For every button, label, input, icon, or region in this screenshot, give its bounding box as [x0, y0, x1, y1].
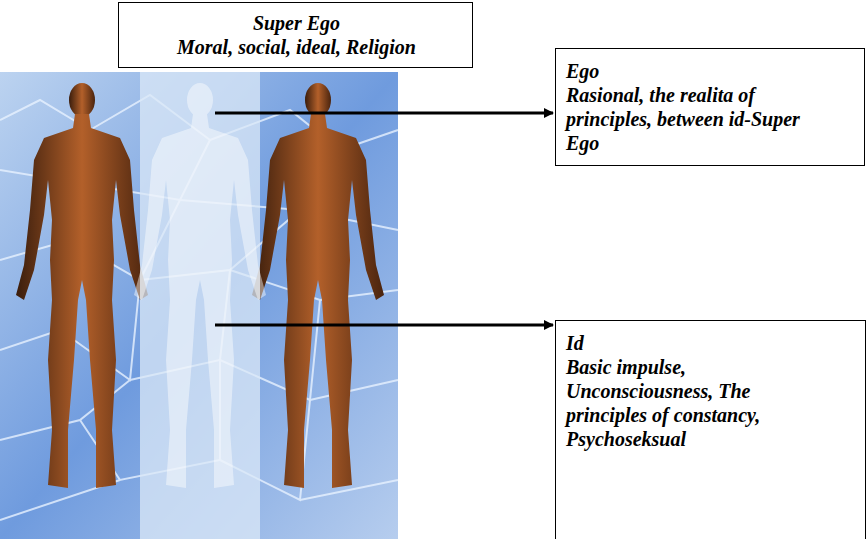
- super-ego-box: Super EgoMoral, social, ideal, Religion: [118, 2, 473, 68]
- node-heading: Ego: [566, 59, 806, 83]
- ego-box: EgoRasional, the realita of principles, …: [555, 48, 865, 166]
- id-box: IdBasic impulse, Unconsciousness, The pr…: [555, 320, 866, 539]
- leader-arrow: [215, 112, 553, 115]
- node-heading: Super Ego: [127, 11, 466, 35]
- node-heading: Id: [566, 331, 806, 355]
- node-body: Rasional, the realita of principles, bet…: [566, 83, 806, 155]
- node-body: Basic impulse, Unconsciousness, The prin…: [566, 355, 806, 451]
- node-body: Moral, social, ideal, Religion: [127, 35, 466, 59]
- leader-arrow: [215, 324, 553, 327]
